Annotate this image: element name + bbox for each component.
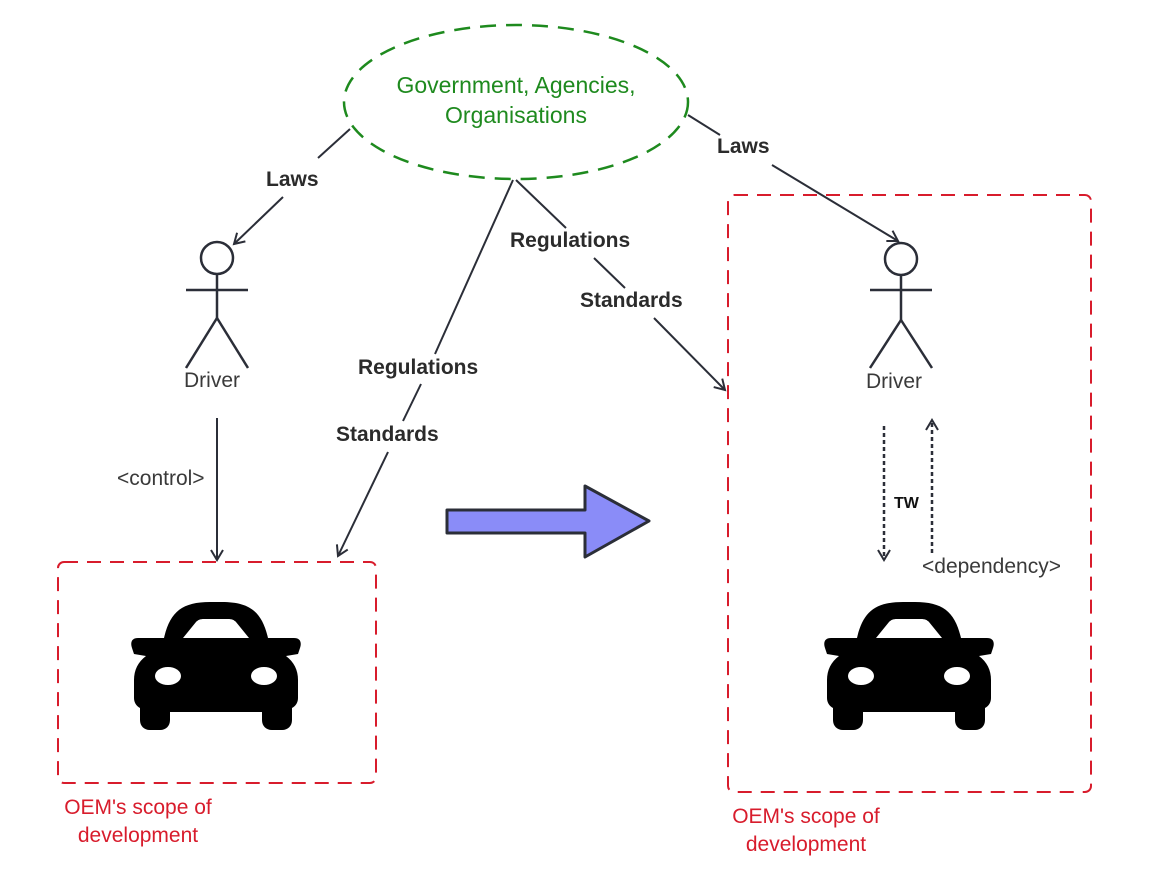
stakeholder-label: Government, Agencies, Organisations [366, 70, 666, 130]
stakeholder-label-line1: Government, Agencies, [396, 72, 636, 98]
left-car-icon [131, 602, 301, 730]
tw-label: TW [894, 495, 919, 512]
left-laws-label: Laws [266, 168, 319, 191]
left-regulations-label: Regulations [358, 356, 479, 379]
left-driver-actor-icon [184, 240, 250, 369]
dependency-label: <dependency> [922, 555, 1061, 579]
right-arrow-icon [445, 484, 651, 559]
right-laws-connector [687, 114, 900, 243]
left-standards-label: Standards [336, 423, 439, 446]
control-label: <control> [117, 467, 205, 491]
left-scope-label-line1: OEM's scope of [64, 796, 212, 819]
right-car-icon [824, 602, 994, 730]
right-regulations-label: Regulations [510, 229, 631, 252]
right-scope-boundary [727, 194, 1092, 793]
right-driver-label: Driver [866, 370, 922, 393]
stakeholder-label-line2: Organisations [445, 102, 587, 128]
left-laws-connector [232, 128, 351, 246]
right-scope-label: OEM's scope of development [716, 803, 896, 859]
right-laws-label: Laws [717, 135, 770, 158]
left-regulations-connector [335, 179, 514, 558]
right-scope-label-line1: OEM's scope of [732, 805, 880, 828]
right-driver-actor-icon [868, 241, 934, 369]
right-regulations-connector [515, 179, 727, 392]
left-scope-label: OEM's scope of development [48, 794, 228, 850]
stakeholder-ellipse [342, 23, 690, 181]
left-scope-boundary [57, 561, 377, 784]
left-scope-label-line2: development [77, 824, 199, 847]
left-driver-label: Driver [184, 369, 240, 392]
right-scope-label-line2: development [745, 833, 867, 856]
right-standards-label: Standards [580, 289, 683, 312]
